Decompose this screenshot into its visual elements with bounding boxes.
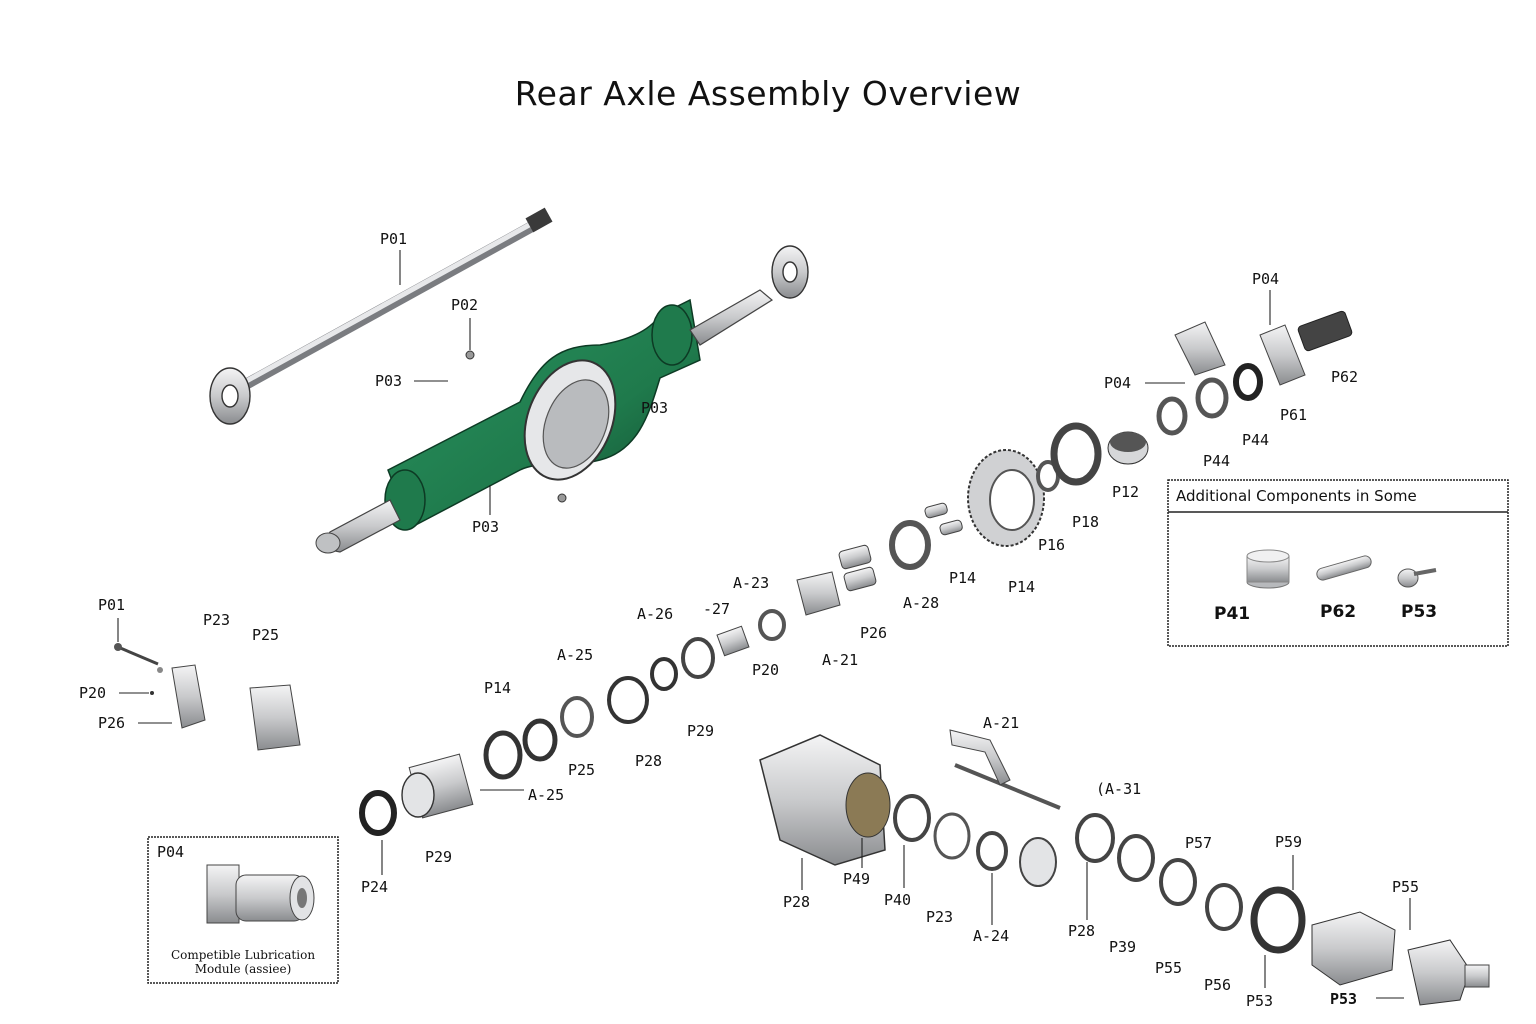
label-p59: P59 — [1275, 833, 1302, 851]
label-p18: P18 — [1072, 513, 1099, 531]
label-p44-a: P44 — [1242, 431, 1269, 449]
bolt-icon — [1397, 568, 1437, 588]
label-p26-mid: P26 — [860, 624, 887, 642]
label-p62-top: P62 — [1331, 368, 1358, 386]
label-p49: P49 — [843, 870, 870, 888]
label-p23-left: P23 — [203, 611, 230, 629]
label-p16: P16 — [1038, 536, 1065, 554]
additional-label-p53: P53 — [1401, 602, 1437, 622]
lube-caption-line1: Competible Lubrication — [171, 948, 315, 962]
label-p02: P02 — [451, 296, 478, 314]
additional-label-p62: P62 — [1320, 602, 1356, 622]
differential-parts — [359, 310, 1353, 836]
label-a23: A-23 — [733, 574, 769, 592]
label-p14-left: P14 — [484, 679, 511, 697]
axle-shaft — [209, 207, 553, 425]
lube-box-label: P04 — [157, 843, 184, 861]
label-p29-mid: P29 — [687, 722, 714, 740]
label-a27: -27 — [703, 600, 730, 618]
carrier-parts — [759, 729, 1490, 1006]
label-p44-b: P44 — [1203, 452, 1230, 470]
label-p03-left: P03 — [375, 372, 402, 390]
cylinder-icon — [1246, 549, 1290, 589]
label-p01-left: P01 — [98, 596, 125, 614]
label-p53-b: P53 — [1330, 990, 1357, 1008]
label-p61: P61 — [1280, 406, 1307, 424]
additional-box-title: Additional Components in Some — [1176, 487, 1417, 505]
label-p01-top: P01 — [380, 230, 407, 248]
label-p04-top: P04 — [1252, 270, 1279, 288]
label-a21-bottom: A-21 — [983, 714, 1019, 732]
label-p20-left: P20 — [79, 684, 106, 702]
label-p53-a: P53 — [1246, 992, 1273, 1010]
label-p03-right: P03 — [641, 399, 668, 417]
label-a25-top: A-25 — [557, 646, 593, 664]
label-p03-bottom: P03 — [472, 518, 499, 536]
lubrication-module-box: P04 Competible Lubrication Module (assie… — [147, 836, 339, 984]
label-a21-mid: A-21 — [822, 651, 858, 669]
additional-label-p41: P41 — [1214, 604, 1250, 624]
label-p26-left: P26 — [98, 714, 125, 732]
label-p28-bottom: P28 — [783, 893, 810, 911]
label-a31: (A-31 — [1096, 780, 1141, 798]
label-p55-a: P55 — [1155, 959, 1182, 977]
lube-caption-line2: Module (assiee) — [195, 962, 292, 976]
label-p12: P12 — [1112, 483, 1139, 501]
label-p23-bottom: P23 — [926, 908, 953, 926]
label-p28-b2: P28 — [1068, 922, 1095, 940]
lubrication-module-icon — [206, 864, 315, 924]
axle-housing — [315, 245, 809, 554]
label-p40: P40 — [884, 891, 911, 909]
part-labels: P01 P02 P03 P03 P03 P04 P62 P61 P44 P44 … — [79, 230, 1419, 1010]
label-a25-bottom: A-25 — [528, 786, 564, 804]
label-p29-bottom: P29 — [425, 848, 452, 866]
label-p24: P24 — [361, 878, 388, 896]
label-a24: A-24 — [973, 927, 1009, 945]
label-p56: P56 — [1204, 976, 1231, 994]
label-p28-mid: P28 — [635, 752, 662, 770]
diagram-title: Rear Axle Assembly Overview — [514, 74, 1022, 113]
bearing-cap-parts — [114, 643, 301, 751]
label-a28: A-28 — [903, 594, 939, 612]
label-p25-left: P25 — [252, 626, 279, 644]
label-p04-mid: P04 — [1104, 374, 1131, 392]
label-p39: P39 — [1109, 938, 1136, 956]
label-p20-mid: P20 — [752, 661, 779, 679]
label-a26: A-26 — [637, 605, 673, 623]
label-p57: P57 — [1185, 834, 1212, 852]
pin-icon — [1316, 555, 1372, 581]
additional-components-box: Additional Components in Some P41 P62 P5… — [1167, 479, 1509, 647]
label-p14-a: P14 — [949, 569, 976, 587]
label-p55-b: P55 — [1392, 878, 1419, 896]
label-p25-mid: P25 — [568, 761, 595, 779]
label-p14-b: P14 — [1008, 578, 1035, 596]
